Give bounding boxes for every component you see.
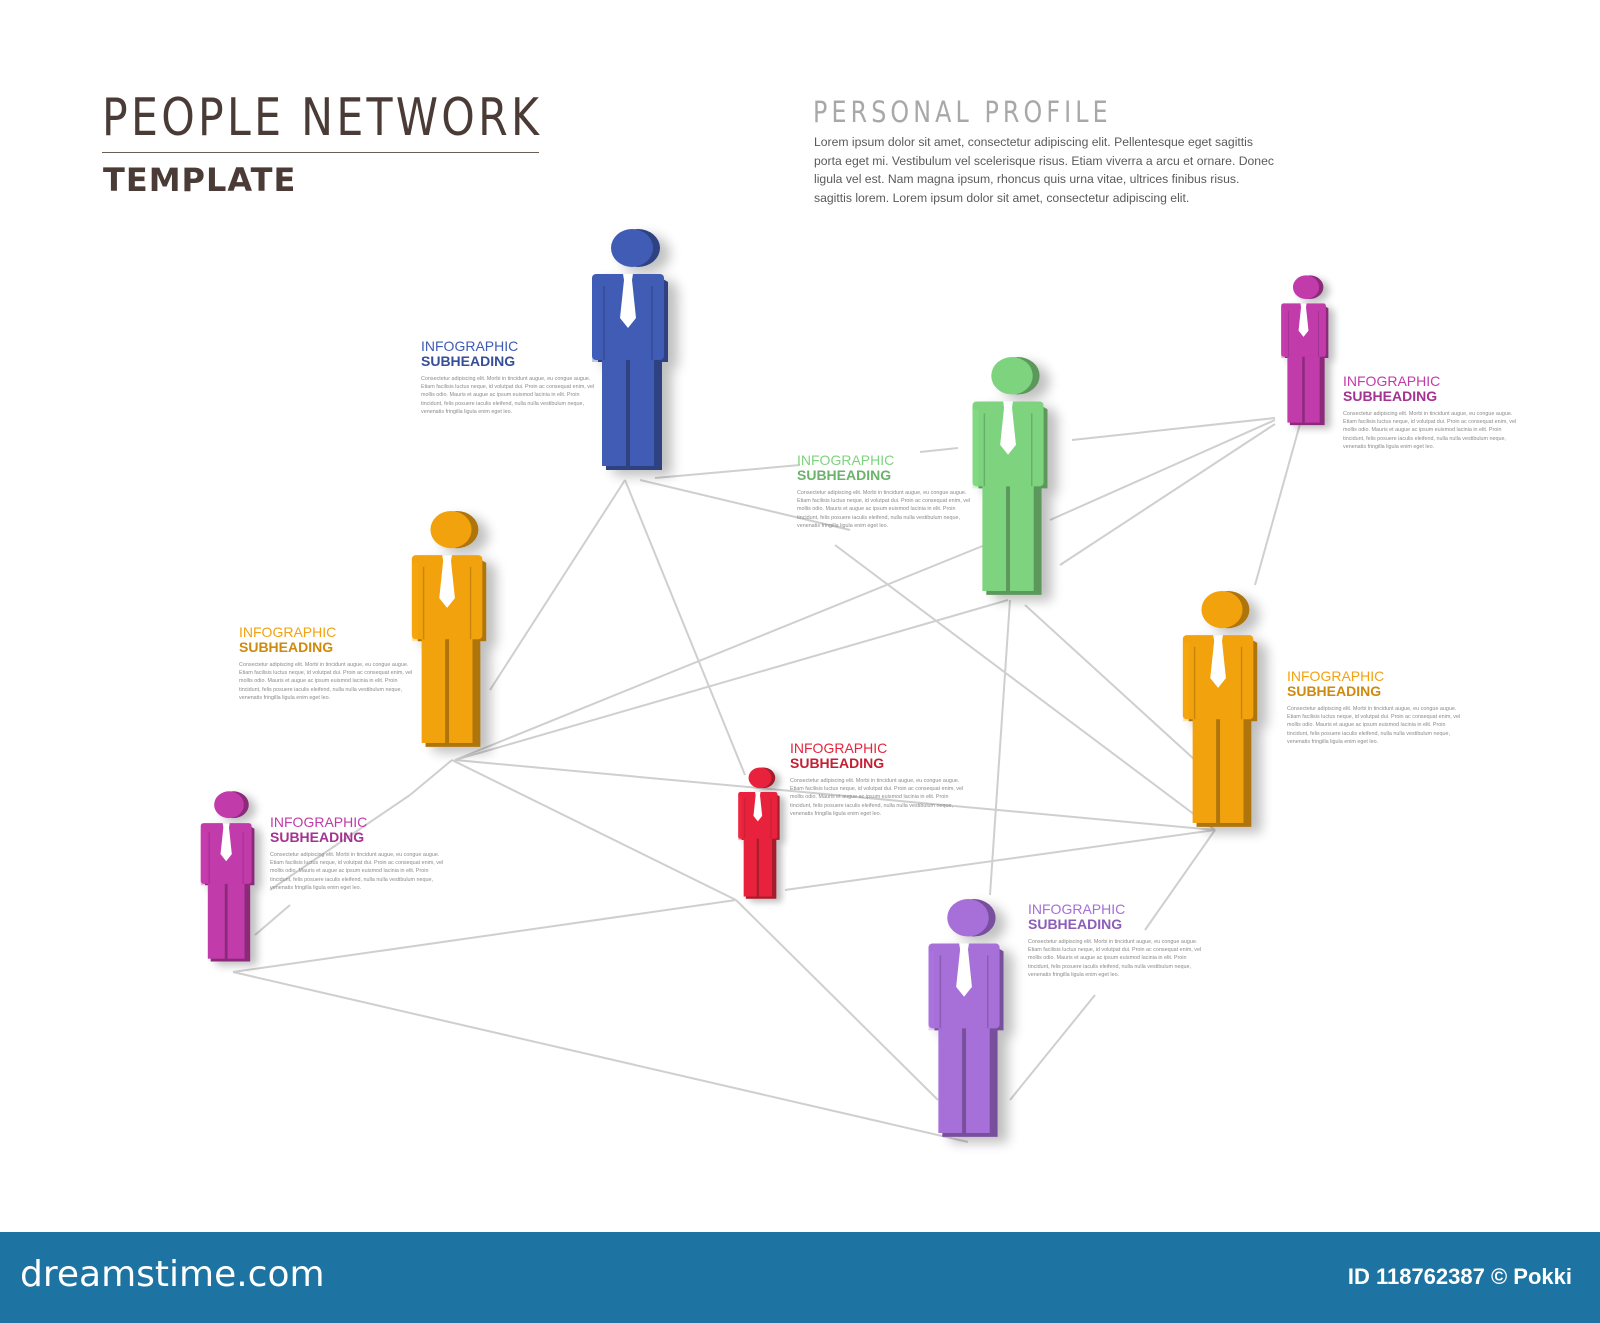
connection-line: [232, 971, 969, 1143]
label-body: Consectetur adipiscing elit. Morbi in ti…: [790, 778, 964, 817]
network-diagram: [200, 229, 1329, 1143]
person-figure-magenta-top: [1281, 275, 1329, 426]
connection-line: [1071, 417, 1276, 441]
label-body: Consectetur adipiscing elit. Morbi in ti…: [1028, 939, 1202, 978]
label-body: Consectetur adipiscing elit. Morbi in ti…: [1343, 411, 1517, 450]
connection-line: [919, 447, 959, 453]
connection-line: [451, 759, 737, 901]
label-subheading: SUBHEADING: [421, 353, 516, 369]
label-blue: INFOGRAPHIC SUBHEADING Consectetur adipi…: [421, 339, 601, 416]
connection-line: [834, 544, 1216, 831]
connection-line: [1049, 419, 1276, 521]
label-heading: INFOGRAPHIC: [797, 452, 895, 468]
label-orange-left: INFOGRAPHIC SUBHEADING Consectetur adipi…: [239, 625, 419, 702]
label-green: INFOGRAPHIC SUBHEADING Consectetur adipi…: [797, 453, 977, 530]
label-subheading: SUBHEADING: [797, 467, 892, 483]
title-divider: [102, 152, 539, 153]
page-subtitle: TEMPLATE: [103, 161, 297, 199]
connection-line: [735, 899, 939, 1101]
label-magenta-top: INFOGRAPHIC SUBHEADING Consectetur adipi…: [1343, 374, 1523, 451]
connection-line: [1009, 994, 1096, 1101]
connection-lines: [232, 417, 1301, 1143]
label-heading: INFOGRAPHIC: [1287, 668, 1385, 684]
label-subheading: SUBHEADING: [1287, 683, 1382, 699]
connection-line: [624, 479, 746, 776]
page-title: PEOPLE NETWORK: [102, 88, 543, 148]
label-heading: INFOGRAPHIC: [270, 814, 368, 830]
label-subheading: SUBHEADING: [239, 639, 334, 655]
connection-line: [454, 759, 1216, 831]
label-subheading: SUBHEADING: [270, 829, 365, 845]
footer-image-id: ID 118762387 © Pokki: [1347, 1264, 1572, 1289]
label-orange-right: INFOGRAPHIC SUBHEADING Consectetur adipi…: [1287, 669, 1467, 746]
connection-line: [989, 599, 1011, 896]
connection-line: [454, 599, 1009, 761]
person-figure-orange-right: [1182, 591, 1258, 827]
footer-logo[interactable]: dreamstime.com: [20, 1254, 325, 1295]
label-subheading: SUBHEADING: [1343, 388, 1438, 404]
label-body: Consectetur adipiscing elit. Morbi in ti…: [421, 376, 595, 415]
connection-line: [409, 759, 453, 796]
connection-line: [454, 544, 986, 761]
label-subheading: SUBHEADING: [1028, 916, 1123, 932]
label-red: INFOGRAPHIC SUBHEADING Consectetur adipi…: [790, 741, 970, 818]
connection-line: [489, 479, 626, 691]
person-figure-green: [972, 357, 1048, 595]
profile-heading: PERSONAL PROFILE: [813, 95, 1112, 129]
label-body: Consectetur adipiscing elit. Morbi in ti…: [239, 662, 413, 701]
profile-body: Lorem ipsum dolor sit amet, consectetur …: [814, 135, 1274, 205]
connection-line: [1144, 829, 1216, 931]
label-body: Consectetur adipiscing elit. Morbi in ti…: [1287, 706, 1461, 745]
label-heading: INFOGRAPHIC: [1028, 901, 1126, 917]
connection-line: [639, 479, 851, 531]
people-figures: [200, 229, 1329, 1137]
label-body: Consectetur adipiscing elit. Morbi in ti…: [797, 490, 971, 529]
footer-bar: dreamstime.com ID 118762387 © Pokki: [0, 1232, 1600, 1323]
label-body: Consectetur adipiscing elit. Morbi in ti…: [270, 852, 444, 891]
infographic-canvas: PEOPLE NETWORK TEMPLATE PERSONAL PROFILE…: [102, 88, 1523, 1143]
connection-line: [269, 794, 411, 891]
label-heading: INFOGRAPHIC: [790, 740, 888, 756]
label-purple: INFOGRAPHIC SUBHEADING Consectetur adipi…: [1028, 902, 1208, 979]
connection-line: [654, 464, 801, 479]
person-figure-red: [738, 767, 780, 899]
connection-line: [784, 829, 1216, 891]
label-heading: INFOGRAPHIC: [1343, 373, 1441, 389]
connection-line: [254, 904, 291, 936]
person-figure-orange-left: [411, 511, 487, 747]
connection-line: [1254, 423, 1301, 586]
label-heading: INFOGRAPHIC: [239, 624, 337, 640]
connection-line: [1059, 423, 1276, 566]
person-figure-blue: [592, 229, 668, 470]
label-magenta-left: INFOGRAPHIC SUBHEADING Consectetur adipi…: [270, 815, 450, 892]
connection-line: [1024, 604, 1196, 761]
person-figure-magenta-left: [200, 791, 255, 962]
label-subheading: SUBHEADING: [790, 755, 885, 771]
label-heading: INFOGRAPHIC: [421, 338, 519, 354]
person-figure-purple: [928, 899, 1004, 1137]
connection-line: [232, 899, 737, 973]
